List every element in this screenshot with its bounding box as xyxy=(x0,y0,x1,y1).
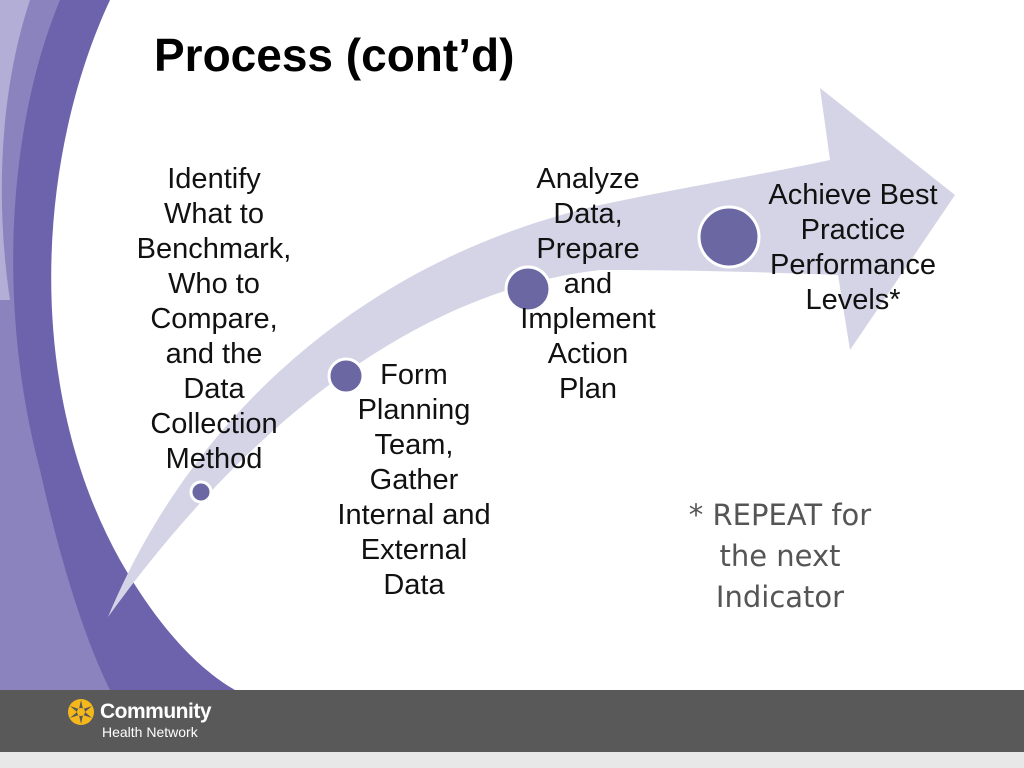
step-4: Achieve Best Practice Performance Levels… xyxy=(748,178,958,318)
step-2: Form Planning Team, Gather Internal and … xyxy=(318,358,510,603)
purple-swoosh-light xyxy=(0,0,30,300)
star-burst-logo-icon xyxy=(68,699,94,725)
logo-name: Community xyxy=(100,700,212,723)
step-3: Analyze Data, Prepare and Implement Acti… xyxy=(494,162,682,407)
repeat-note: * REPEAT for the next Indicator xyxy=(688,498,872,614)
purple-swoosh-mid xyxy=(0,0,110,690)
step-2-label: Form Planning Team, Gather Internal and … xyxy=(337,359,491,601)
step-1-label: Identify What to Benchmark, Who to Compa… xyxy=(136,163,292,475)
step-3-label: Analyze Data, Prepare and Implement Acti… xyxy=(520,163,656,405)
step-1-node xyxy=(189,480,213,504)
step-3-node xyxy=(504,265,552,313)
step-4-node xyxy=(697,205,761,269)
slide-title: Process (cont’d) xyxy=(154,29,515,81)
step-2-node xyxy=(327,357,365,395)
logo-subtitle: Health Network xyxy=(102,724,198,740)
step-1: Identify What to Benchmark, Who to Compa… xyxy=(118,162,310,477)
step-4-label: Achieve Best Practice Performance Levels… xyxy=(768,179,938,316)
purple-swoosh-dark xyxy=(0,0,235,690)
footer-stripe xyxy=(0,752,1024,768)
